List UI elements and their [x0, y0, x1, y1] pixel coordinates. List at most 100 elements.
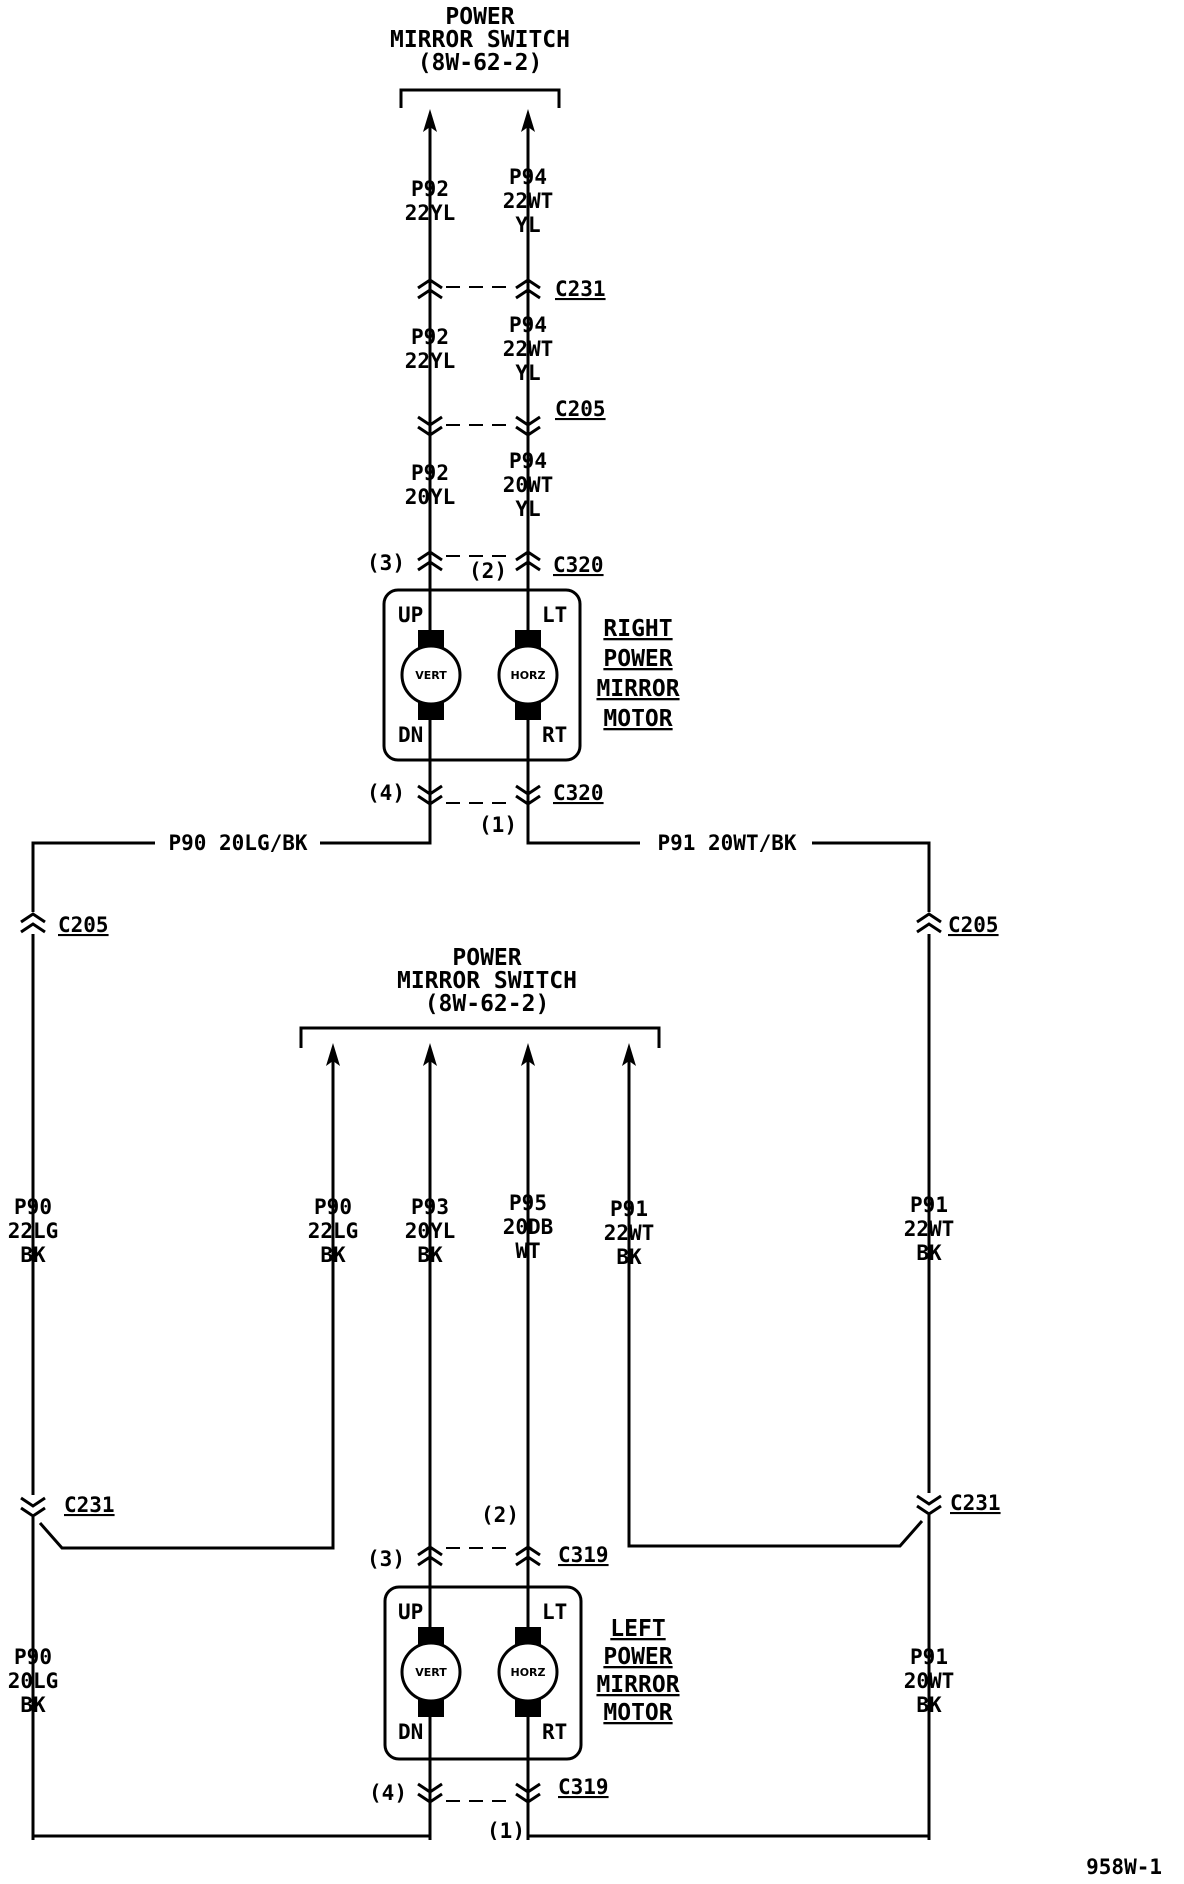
motor-icon	[400, 644, 462, 706]
wire-label: 22LG	[308, 1219, 359, 1243]
wire-label: YL	[515, 361, 540, 385]
switch-top-line3: (8W-62-2)	[418, 50, 543, 76]
wire-label: BK	[916, 1241, 942, 1265]
switch-mid-bracket	[299, 1026, 661, 1048]
motor-icon	[497, 644, 559, 706]
motor-label-rt: RT	[542, 723, 567, 747]
wire-label: P92	[411, 461, 449, 485]
wire-label: YL	[515, 213, 540, 237]
motor-right-line3: MIRROR	[596, 676, 679, 702]
pin-label: (1)	[487, 1819, 525, 1843]
connector-c205-right: C205	[948, 913, 999, 937]
motor-label-dn: DN	[398, 1720, 423, 1744]
pin-label: (2)	[469, 559, 507, 583]
wire-label: 20YL	[405, 1219, 456, 1243]
pin-label: (3)	[367, 1547, 405, 1571]
wire-label: 22WT	[503, 337, 554, 361]
connector-c231-right: C231	[950, 1491, 1001, 1515]
wire-p90-left	[31, 841, 155, 1860]
wire-label: P90	[14, 1195, 52, 1219]
connector-c319-upper: C319	[558, 1543, 609, 1567]
wire-label: 20YL	[405, 485, 456, 509]
pin-label: (4)	[369, 1781, 407, 1805]
wire-label: BK	[616, 1245, 642, 1269]
wire-p91-switch	[627, 1052, 924, 1548]
wire-label: P90	[14, 1645, 52, 1669]
right-power-mirror-motor: UP DN LT RT VERT HORZ RIGHT POWER MIRROR…	[382, 588, 680, 762]
connector-c231-left: C231	[64, 1493, 115, 1517]
switch-top-line1: POWER	[445, 4, 514, 30]
motor-icon	[400, 1641, 462, 1703]
wire-label: P93	[411, 1195, 449, 1219]
motor-icon	[497, 1641, 559, 1703]
wire-p90-label: P90 20LG/BK	[168, 831, 307, 855]
motor-horz-label: HORZ	[510, 669, 545, 682]
wire-label: 22WT	[604, 1221, 655, 1245]
motor-vert-label: VERT	[415, 669, 447, 682]
wire-p91-bottom	[526, 1816, 929, 1838]
connector-c320-upper: C320	[553, 553, 604, 577]
wire-label: 22WT	[904, 1217, 955, 1241]
wire-label: P95	[509, 1191, 547, 1215]
wire-label: P94	[509, 313, 547, 337]
motor-label-up: UP	[398, 1600, 423, 1624]
wire-p91-horizontal	[526, 830, 640, 845]
connector-c320-lower: C320	[553, 781, 604, 805]
pin-label: (3)	[367, 551, 405, 575]
motor-label-lt: LT	[542, 1600, 567, 1624]
motor-left-line1: LEFT	[610, 1616, 665, 1642]
wire-label: P91	[610, 1197, 648, 1221]
switch-mid-line1: POWER	[452, 945, 521, 971]
wire-label: P92	[411, 177, 449, 201]
connector-c205-top: C205	[555, 397, 606, 421]
motor-vert-label: VERT	[415, 1666, 447, 1679]
wire-label: 22WT	[503, 189, 554, 213]
motor-right-line4: MOTOR	[603, 706, 672, 732]
wire-label: 20LG	[8, 1669, 59, 1693]
motor-left-line2: POWER	[603, 1644, 672, 1670]
motor-label-up: UP	[398, 603, 423, 627]
wire-label: BK	[417, 1243, 443, 1267]
switch-top-bracket	[399, 88, 561, 108]
wire-label: 20WT	[904, 1669, 955, 1693]
wire-p91-label: P91 20WT/BK	[657, 831, 796, 855]
wire-label: BK	[916, 1693, 942, 1717]
connector-c205-left: C205	[58, 913, 109, 937]
wire-label: 20WT	[503, 473, 554, 497]
wire-label: BK	[320, 1243, 346, 1267]
pin-label: (2)	[481, 1503, 519, 1527]
motor-label-dn: DN	[398, 723, 423, 747]
motor-right-line2: POWER	[603, 646, 672, 672]
wire-label: P90	[314, 1195, 352, 1219]
switch-mid-line2: MIRROR SWITCH	[397, 968, 577, 994]
wire-label: P91	[910, 1645, 948, 1669]
connector-c231-top: C231	[555, 277, 606, 301]
wire-label: 22YL	[405, 201, 456, 225]
pin-label: (4)	[367, 781, 405, 805]
wire-label: 22YL	[405, 349, 456, 373]
wire-p90-switch	[38, 1052, 335, 1550]
wire-label: BK	[20, 1243, 46, 1267]
power-mirror-switch-mid: POWER MIRROR SWITCH (8W-62-2)	[299, 945, 661, 1048]
connector-c319-lower: C319	[558, 1775, 609, 1799]
wire-label: P92	[411, 325, 449, 349]
switch-mid-line3: (8W-62-2)	[425, 991, 550, 1017]
wire-label: P94	[509, 165, 547, 189]
motor-left-line4: MOTOR	[603, 1700, 672, 1726]
wire-label: P91	[910, 1193, 948, 1217]
motor-right-line1: RIGHT	[603, 616, 672, 642]
wire-label: WT	[515, 1239, 540, 1263]
power-mirror-switch-top: POWER MIRROR SWITCH (8W-62-2)	[390, 4, 570, 108]
switch-top-line2: MIRROR SWITCH	[390, 27, 570, 53]
wire-label: YL	[515, 497, 540, 521]
left-power-mirror-motor: UP DN LT RT VERT HORZ LEFT POWER MIRROR …	[383, 1585, 680, 1761]
motor-horz-label: HORZ	[510, 1666, 545, 1679]
wire-label: BK	[20, 1693, 46, 1717]
wire-label: 22LG	[8, 1219, 59, 1243]
figure-id: 958W-1	[1086, 1855, 1162, 1879]
motor-left-line3: MIRROR	[596, 1672, 679, 1698]
motor-label-rt: RT	[542, 1720, 567, 1744]
wire-p91-right	[812, 841, 931, 1860]
wire-label: 20DB	[503, 1215, 554, 1239]
